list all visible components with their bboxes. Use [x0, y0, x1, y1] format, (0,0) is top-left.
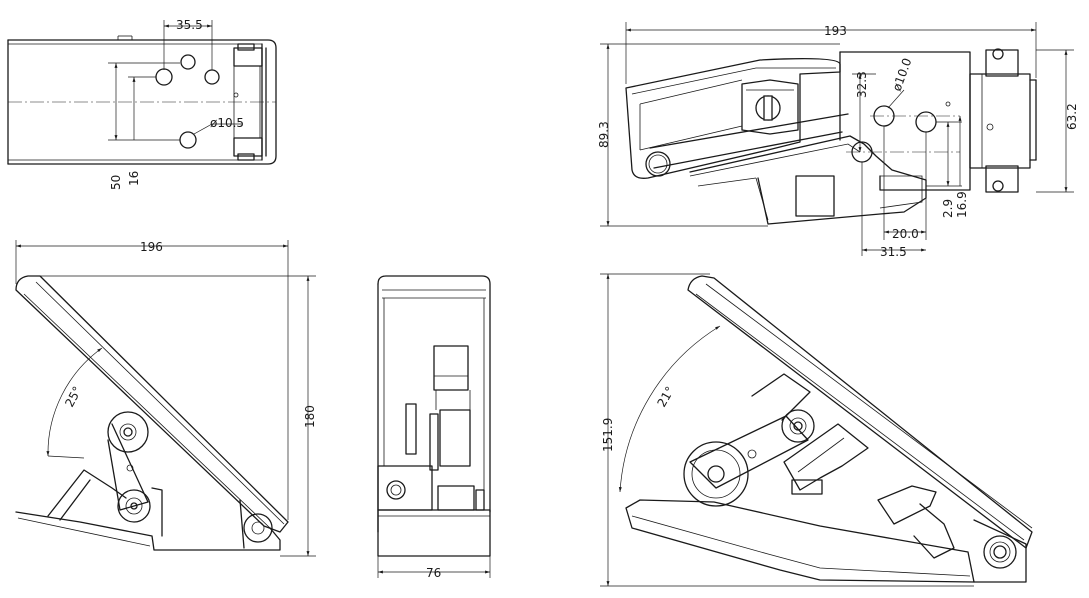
- side-view-top-right: 193 89.3 63.2 32.3 ø10.0 20.0 31.5 2.9 1…: [597, 22, 1079, 259]
- dim-height-outer: 50: [109, 175, 123, 190]
- plan-view-top-left: 35.5 ø10.5 50 16: [7, 18, 277, 190]
- dim-angle-21: 21°: [654, 384, 677, 409]
- dim-hole-diameter-right: ø10.0: [890, 56, 915, 93]
- dim-height-151-9: 151.9: [601, 418, 615, 452]
- side-view-bottom-right: 151.9 21°: [600, 273, 1033, 587]
- dim-horizontal-2: 31.5: [880, 245, 907, 259]
- dim-height-180: 180: [303, 405, 317, 428]
- dim-height-inner: 16: [127, 171, 141, 186]
- dim-vertical-spacing: 32.3: [855, 71, 869, 98]
- dim-vertical-small: 2.9: [941, 199, 955, 218]
- dim-total-length: 193: [824, 24, 847, 38]
- dim-hole-spacing: 35.5: [176, 18, 203, 32]
- dim-block-width: 63.2: [1065, 103, 1079, 130]
- dim-total-height: 89.3: [597, 121, 611, 148]
- dim-vertical-medium: 16.9: [955, 191, 969, 218]
- dim-hole-diameter: ø10.5: [210, 116, 244, 130]
- side-view-bottom-left: 196 180 25°: [15, 240, 317, 557]
- dim-length-196: 196: [140, 240, 163, 254]
- dim-horizontal-1: 20.0: [892, 227, 919, 241]
- dim-width-76: 76: [426, 566, 441, 580]
- front-view-bottom-middle: 76: [377, 275, 491, 580]
